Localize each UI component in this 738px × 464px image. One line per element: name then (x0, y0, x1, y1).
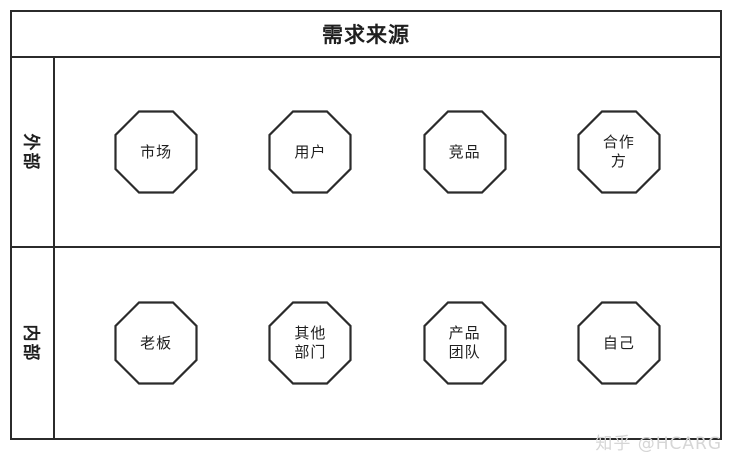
node-label-partner: 合作 方 (602, 133, 635, 170)
octagon-shape-icon (423, 301, 507, 385)
node-label-other-dept: 其他 部门 (294, 324, 327, 361)
node-partner[interactable]: 合作 方 (577, 110, 661, 194)
watermark: 知乎 @HCARG (595, 434, 722, 454)
diagram-header-row: 需求来源 (12, 12, 720, 58)
node-other-dept[interactable]: 其他 部门 (268, 301, 352, 385)
octagon-shape-icon (114, 301, 198, 385)
page-title: 需求来源 (322, 23, 410, 47)
diagram-frame: 需求来源 外部 市场 (10, 10, 722, 440)
node-label-user: 用户 (294, 142, 327, 161)
node-market[interactable]: 市场 (114, 110, 198, 194)
node-label-boss: 老板 (140, 333, 173, 352)
band-internal: 内部 老板 其他 部门 (12, 248, 720, 438)
node-boss[interactable]: 老板 (114, 301, 198, 385)
diagram-body: 外部 市场 用户 (12, 58, 720, 438)
octagon-shape-icon (423, 110, 507, 194)
node-label-self: 自己 (602, 333, 635, 352)
octagon-shape-icon (268, 301, 352, 385)
band-label-internal: 内部 (20, 324, 40, 362)
node-user[interactable]: 用户 (268, 110, 352, 194)
band-external: 外部 市场 用户 (12, 58, 720, 248)
node-strip-external: 市场 用户 竞品 (55, 58, 720, 246)
octagon-shape-icon (577, 301, 661, 385)
octagon-shape-icon (577, 110, 661, 194)
node-label-product-team: 产品 团队 (448, 324, 481, 361)
band-label-cell-external: 外部 (12, 58, 55, 246)
octagon-shape-icon (114, 110, 198, 194)
node-label-market: 市场 (140, 142, 173, 161)
band-label-external: 外部 (20, 133, 40, 171)
node-self[interactable]: 自己 (577, 301, 661, 385)
node-competitor[interactable]: 竞品 (423, 110, 507, 194)
octagon-shape-icon (268, 110, 352, 194)
node-strip-internal: 老板 其他 部门 产品 团队 (55, 248, 720, 438)
node-product-team[interactable]: 产品 团队 (423, 301, 507, 385)
band-label-cell-internal: 内部 (12, 248, 55, 438)
node-label-competitor: 竞品 (448, 142, 481, 161)
